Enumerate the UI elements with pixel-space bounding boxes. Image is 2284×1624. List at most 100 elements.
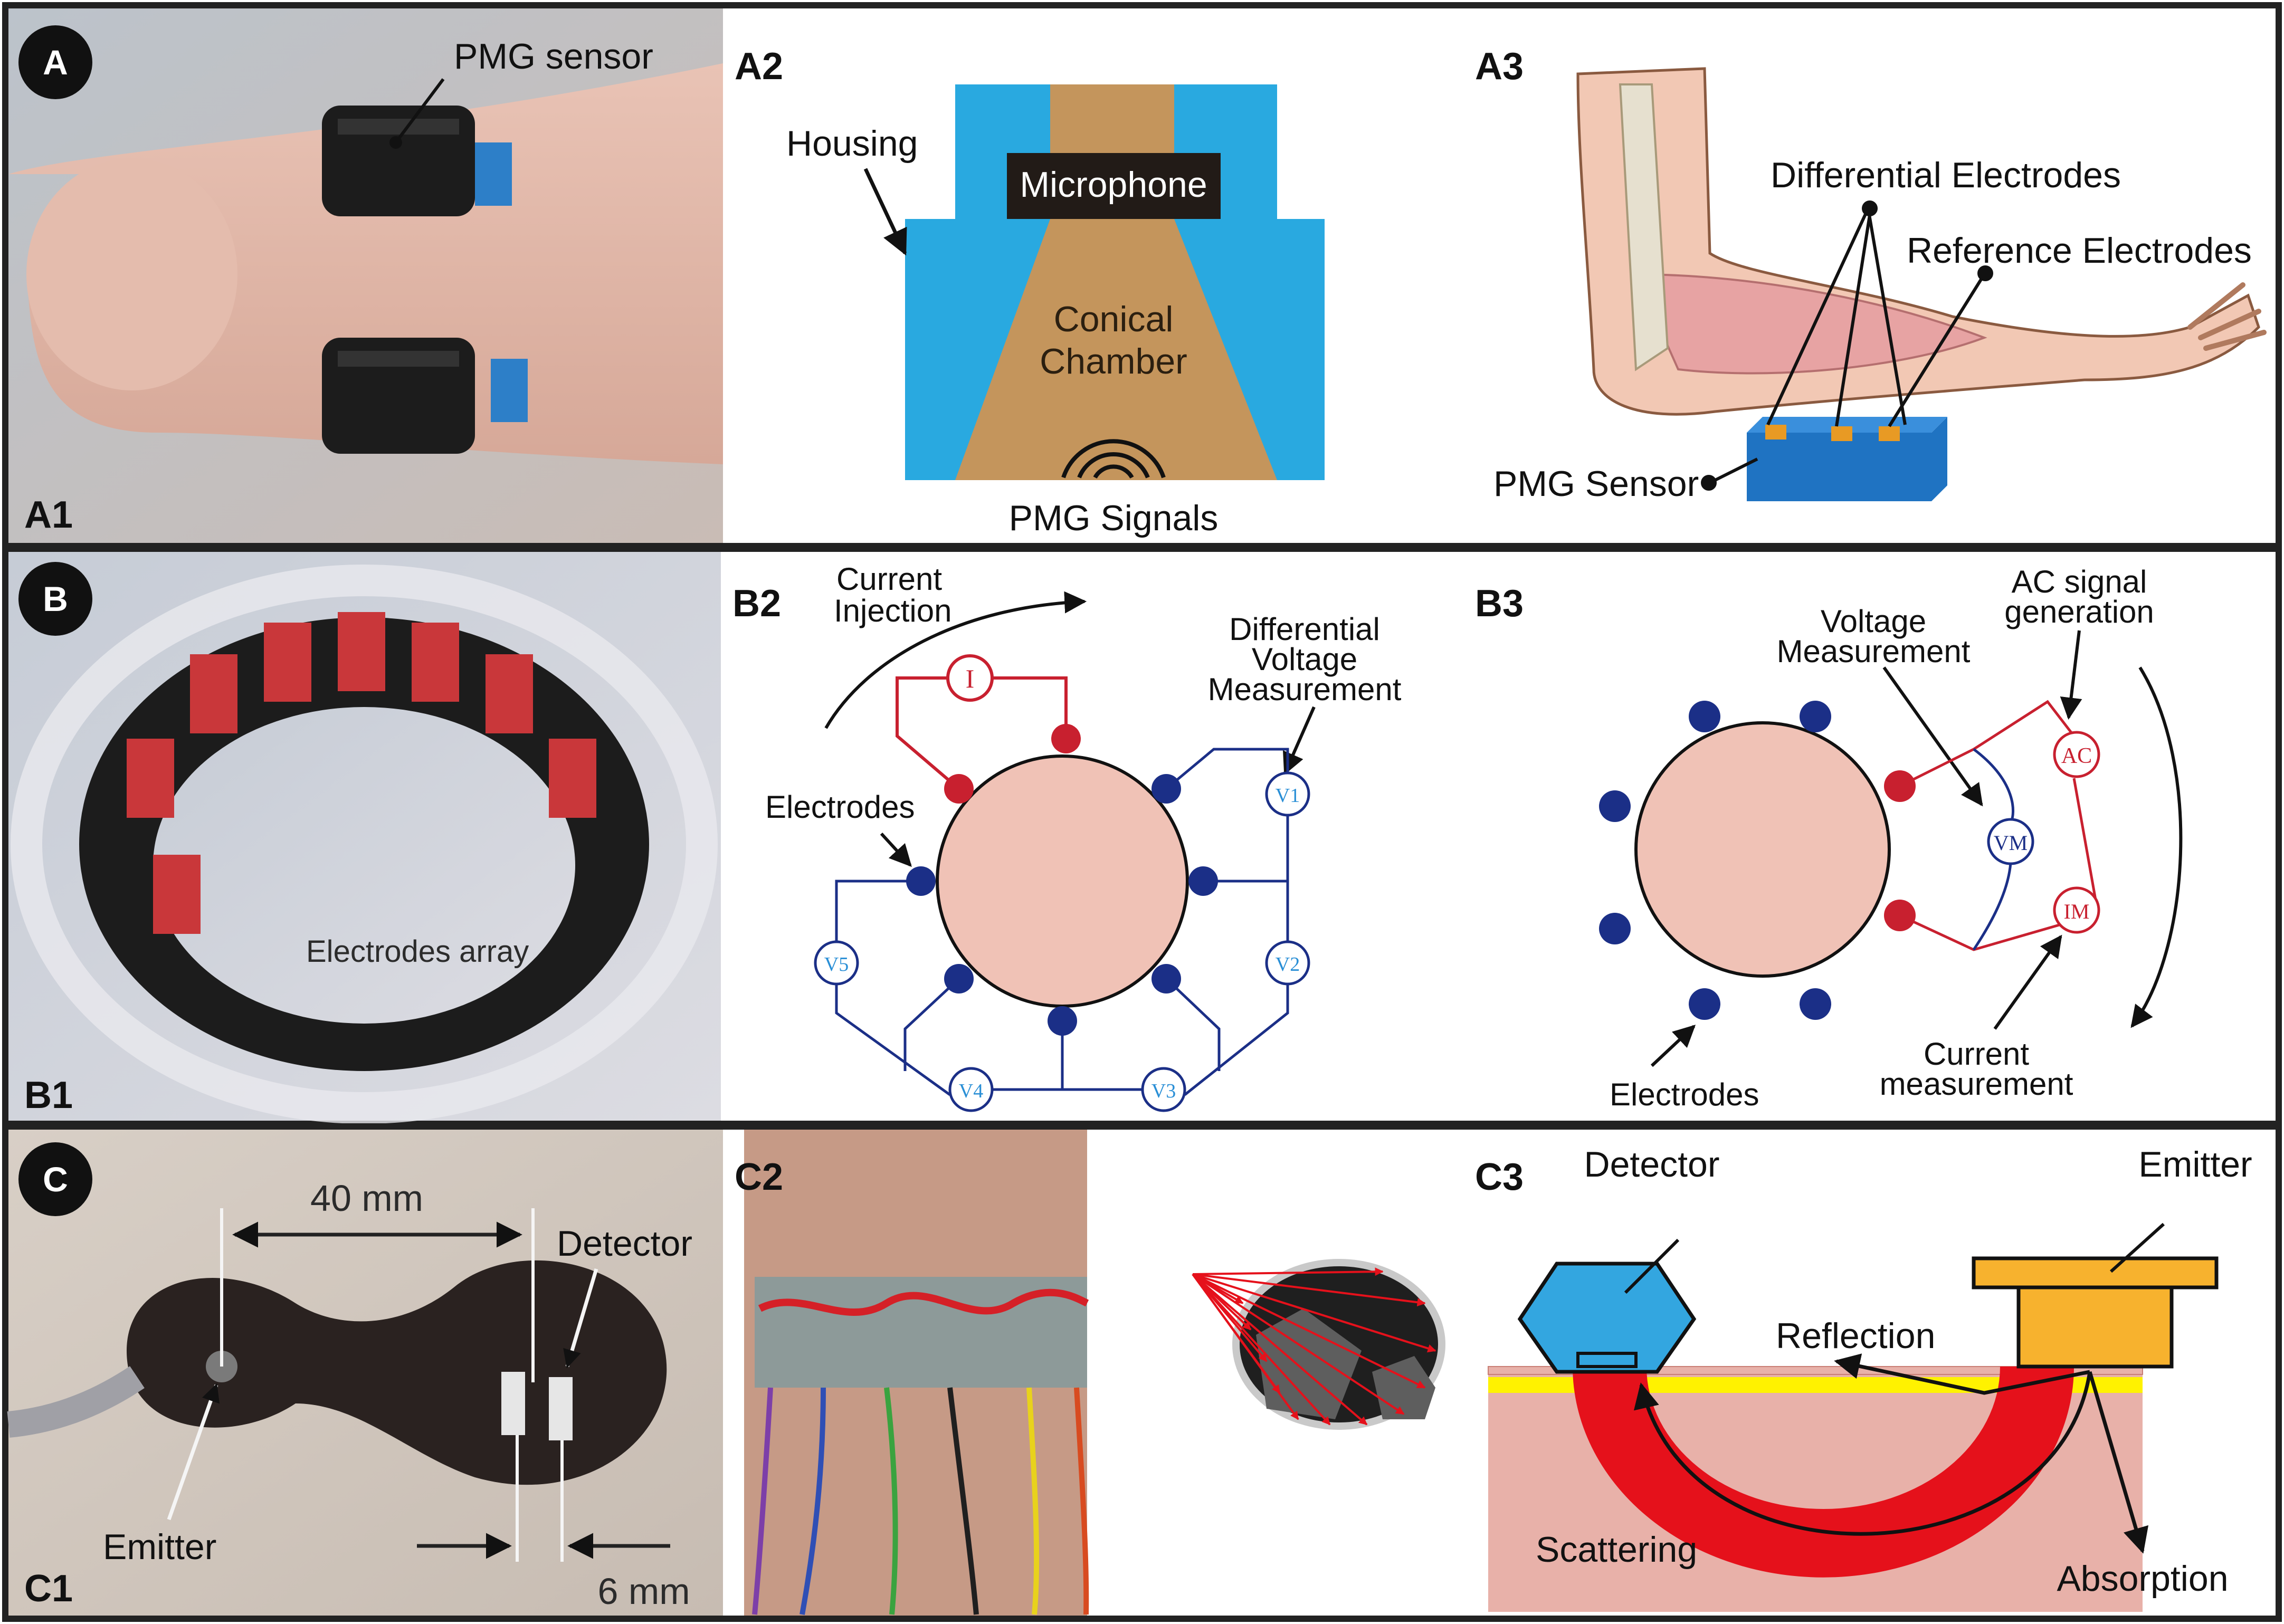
b3-vm-arrow (1882, 666, 1983, 807)
b3-tissue-circle (1634, 721, 1891, 978)
a2-housing-label: Housing (786, 123, 918, 164)
b3-electrode-blue-6 (1800, 988, 1831, 1020)
b2-electrode-blue-5 (944, 964, 974, 993)
c3-reflection-path (1834, 1353, 2090, 1395)
a3-tag: A3 (1475, 45, 1524, 88)
a2-chamber-label-line1: Conical (1054, 299, 1174, 339)
b2-tissue-circle (936, 754, 1189, 1008)
c1-detector-arrow (563, 1268, 598, 1369)
b2-injection-wiring (896, 676, 1068, 790)
b2-current-source (946, 654, 994, 702)
c3-tag: C3 (1475, 1156, 1524, 1198)
a2-signal-waves (1061, 439, 1166, 479)
row-a: PMG sensor A A1 A2 Microphone Conical Ch… (2, 2, 2282, 549)
b2-electrode-blue-4 (1048, 1006, 1077, 1036)
b2-electrodes-label: Electrodes (765, 789, 915, 825)
b3-cm-line1: Current (1924, 1036, 2029, 1072)
a3-leaders (1701, 200, 1993, 491)
c1-gap-label: 6 mm (598, 1571, 690, 1612)
b2-dvm-line2: Voltage (1252, 642, 1357, 677)
b2-electrode-red-1 (944, 774, 974, 804)
b3-rotation-arrow (2130, 666, 2183, 1028)
b2-current-line2: Injection (834, 593, 951, 628)
b1-array-label: Electrodes array (306, 934, 529, 969)
panel-b1: Electrodes array B B1 (8, 552, 721, 1124)
b2-voltmeter-4 (948, 1067, 994, 1112)
c1-measure-lines (220, 1208, 564, 1562)
a2-signals-label: PMG Signals (1009, 498, 1219, 538)
b3-electrode-red-1 (1884, 770, 1916, 802)
panel-a1: PMG sensor A A1 (8, 8, 723, 543)
b3-electrode-blue-1 (1689, 701, 1720, 732)
b3-electrode-red-2 (1884, 900, 1916, 931)
c3-detector-window (1576, 1352, 1638, 1368)
b3-ac-line2: generation (2004, 594, 2154, 629)
c1-cable (7, 1366, 145, 1438)
b2-electrode-blue-6 (906, 866, 936, 896)
b3-ammeter-label: IM (2064, 900, 2090, 923)
a2-conical-chamber (955, 84, 1277, 480)
b3-electrode-blue-3 (1599, 790, 1631, 822)
a2-tag: A2 (735, 45, 783, 88)
b2-electrode-red-2 (1051, 724, 1081, 753)
b1-cable-bundle (11, 565, 718, 1124)
c2-tag: C2 (735, 1156, 783, 1198)
pmg-sensor-top (322, 106, 512, 216)
b2-dvm-arrow (1283, 706, 1316, 775)
a2-chamber-label-line2: Chamber (1040, 341, 1187, 381)
b2-voltmeter-2-label: V2 (1276, 953, 1300, 976)
c3-emitter-cap (1972, 1256, 2219, 1289)
c3-detector (1517, 1262, 1697, 1374)
a3-electrode-pads (1765, 425, 1900, 441)
b2-voltmeter-4-label: V4 (959, 1080, 983, 1102)
row-a-circle-badge (18, 25, 92, 99)
b3-voltmeter (1987, 818, 2034, 865)
c1-detector-window-2 (549, 1377, 573, 1440)
panel-c1: 40 mm Detector Emitter 6 mm C C1 (7, 1130, 723, 1616)
b2-measurement-wiring (835, 748, 1289, 1096)
b2-electrode-blue-3 (1151, 964, 1181, 993)
row-c-circle-badge (18, 1142, 92, 1216)
b2-tag: B2 (732, 582, 781, 625)
b2-current-source-label: I (966, 664, 975, 693)
b3-ac-line1: AC signal (2012, 564, 2147, 599)
row-b: Electrodes array B B1 B2 Current Injecti… (2, 546, 2282, 1127)
c3-emitter-leader (2109, 1222, 2165, 1273)
c3-detector-leader (1624, 1238, 1680, 1294)
b2-voltmeter-1-label: V1 (1276, 785, 1300, 807)
a3-ref-label: Reference Electrodes (1907, 231, 2252, 271)
b2-voltmeter-2 (1265, 940, 1310, 986)
row-c: 40 mm Detector Emitter 6 mm C C1 (2, 1123, 2282, 1622)
panel-c3: C3 Detector Emitter Reflection Scatterin… (1475, 1144, 2252, 1612)
b2-electrodes (906, 724, 1218, 1036)
b2-current-line1: Current (836, 561, 942, 597)
panel-b2: B2 Current Injection Differential Voltag… (732, 561, 1402, 1112)
b2-voltmeter-5 (814, 940, 859, 986)
a2-housing-arrow (863, 168, 907, 256)
b3-electrodes (1599, 701, 1916, 1020)
b3-electrode-blue-4 (1599, 913, 1631, 944)
a1-pmg-sensor-label: PMG sensor (454, 36, 653, 77)
c1-tag: C1 (24, 1568, 73, 1610)
c2-light-rays (1192, 1267, 1436, 1426)
b2-voltmeter-3 (1141, 1067, 1186, 1112)
c3-reflection-label: Reflection (1776, 1316, 1935, 1356)
panel-c2: C2 (735, 1130, 1445, 1616)
b3-electrodes-label: Electrodes (1610, 1077, 1759, 1112)
row-b-circle-letter: B (43, 579, 68, 618)
fingertip (26, 158, 237, 390)
a3-sensor-label: PMG Sensor (1493, 464, 1699, 504)
b2-current-arrow (824, 591, 1087, 729)
b3-cm-line2: measurement (1880, 1066, 2073, 1102)
row-b-circle-badge (18, 562, 92, 636)
b3-ac-source-label: AC (2061, 744, 2092, 768)
pmg-sensor-leader-dot (389, 136, 402, 149)
c3-emitter-body (2016, 1285, 2174, 1369)
a2-microphone-label: Microphone (1020, 165, 1207, 205)
c3-scattering-label: Scattering (1536, 1530, 1697, 1570)
c3-scatter-arrow (1633, 1371, 2092, 1536)
b2-electrode-blue-1 (1151, 774, 1181, 804)
b3-ac-source (2053, 731, 2100, 778)
b3-cm-arrow (1993, 934, 2062, 1030)
